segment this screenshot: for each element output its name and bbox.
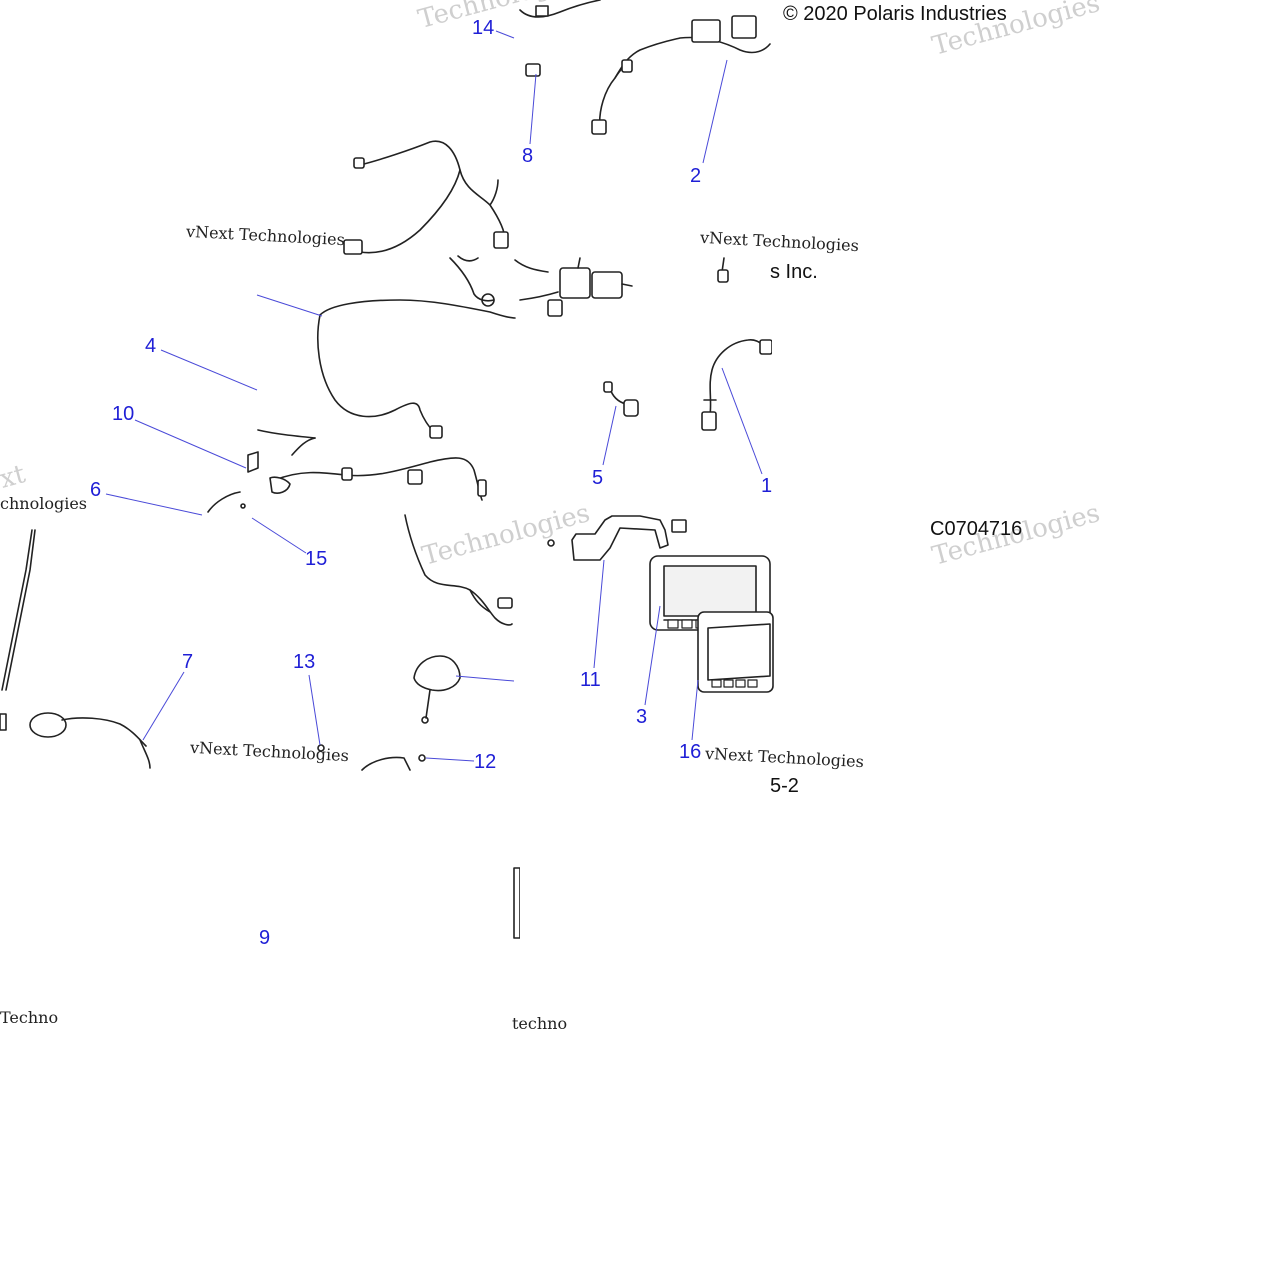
callout-9: 9: [259, 927, 271, 949]
callout-3: 3: [636, 706, 648, 728]
copyright-text: © 2020 Polaris Industries: [783, 3, 1007, 25]
mask-tile: [772, 280, 1032, 510]
callout-11: 11: [580, 669, 601, 691]
callout-12: 12: [474, 751, 497, 773]
callout-16: 16: [679, 741, 702, 763]
callout-6: 6: [90, 479, 102, 501]
mask-tile: [772, 40, 1032, 260]
callout-8: 8: [522, 145, 534, 167]
callout-13: 13: [293, 651, 316, 673]
copyright-fragment: s Inc.: [770, 261, 818, 283]
diagram-code: C0704716: [930, 518, 1023, 540]
callout-7: 7: [182, 651, 194, 673]
mask-tile: [1032, 0, 1285, 1030]
callout-15: 15: [305, 548, 328, 570]
mask-tile: [520, 800, 1032, 1030]
page-fragment: 5-2: [770, 775, 799, 797]
callout-5: 5: [592, 467, 604, 489]
callout-14: 14: [472, 17, 495, 39]
callout-1: 1: [761, 475, 773, 497]
mask-tile: [0, 1030, 1285, 1285]
callout-4: 4: [145, 335, 157, 357]
callout-10: 10: [112, 403, 135, 425]
callout-2: 2: [690, 165, 702, 187]
